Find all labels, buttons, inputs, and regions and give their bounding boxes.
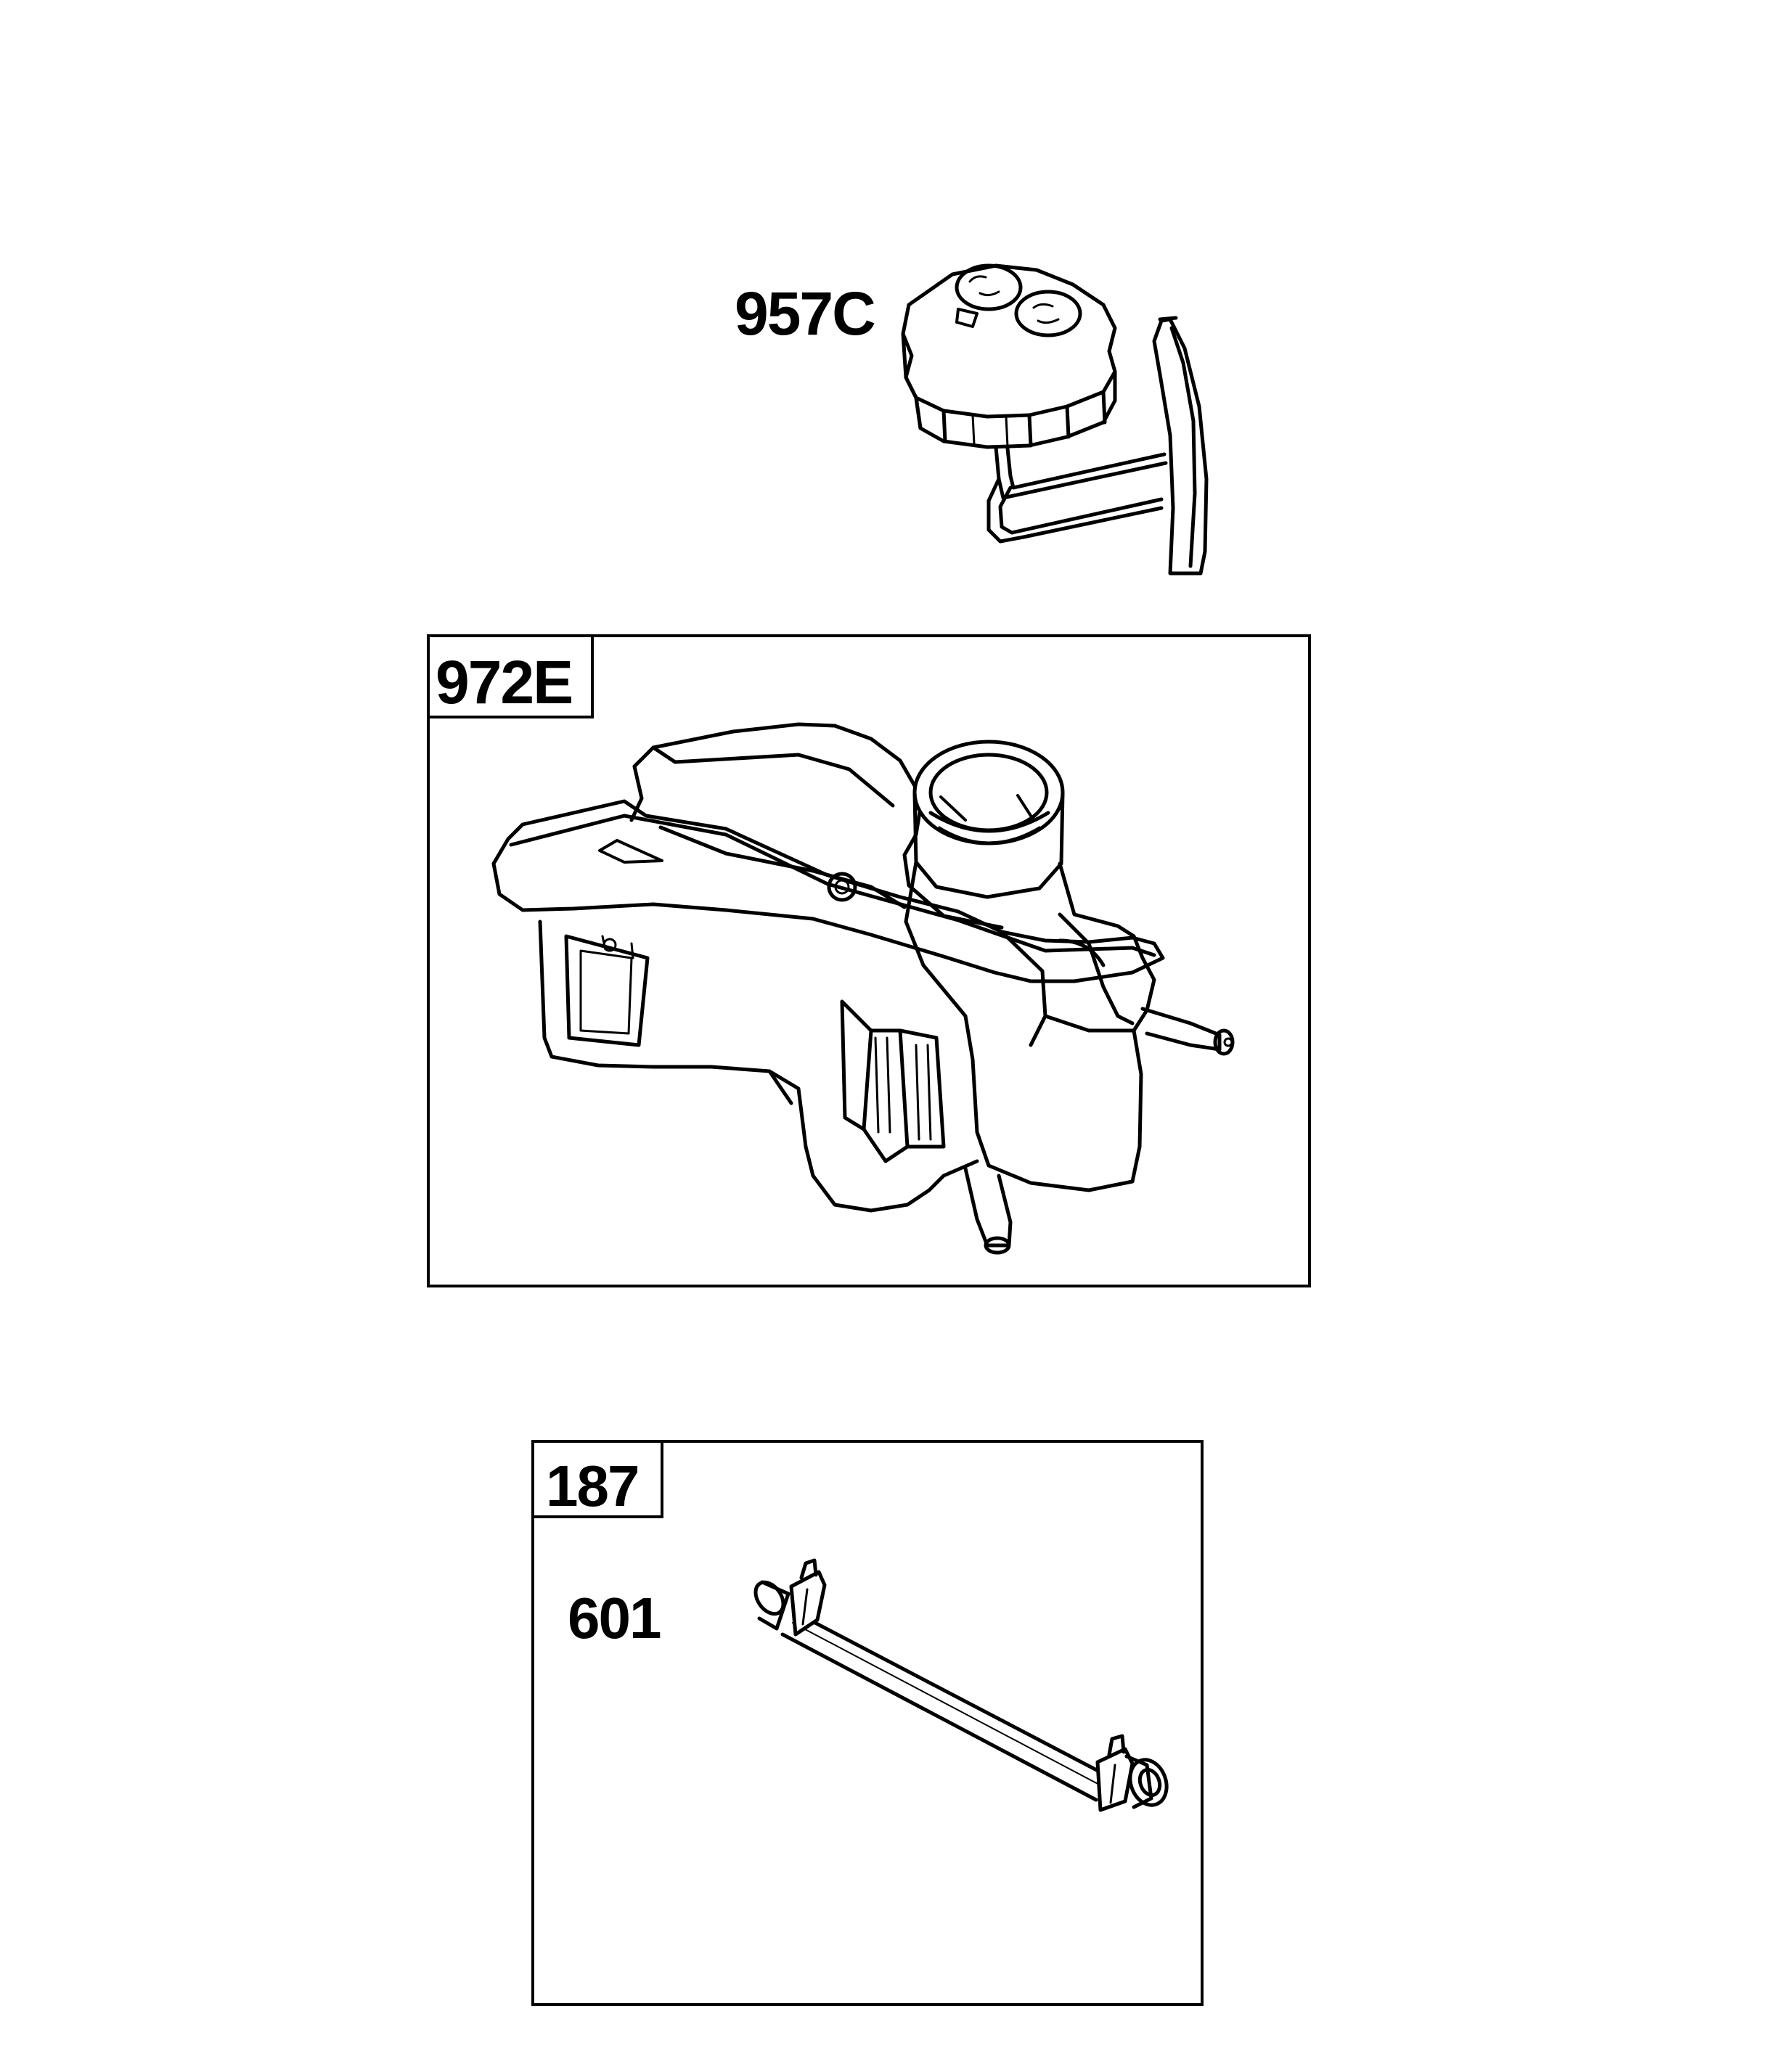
tank-frame: [427, 634, 1311, 1287]
fuel-tank-icon[interactable]: [491, 722, 1235, 1255]
line-kit-callout-tab: [531, 1440, 663, 1518]
callout-972e[interactable]: 972E: [436, 648, 573, 716]
fuel-cap-with-tether-icon[interactable]: [901, 263, 1209, 576]
tank-callout-tab: [427, 634, 594, 718]
line-kit-frame: [531, 1440, 1204, 2006]
callout-601[interactable]: 601: [568, 1586, 661, 1650]
callout-957c[interactable]: 957C: [735, 279, 876, 348]
callout-187[interactable]: 187: [546, 1454, 640, 1518]
fuel-line-with-clamps-icon[interactable]: [750, 1558, 1172, 1812]
